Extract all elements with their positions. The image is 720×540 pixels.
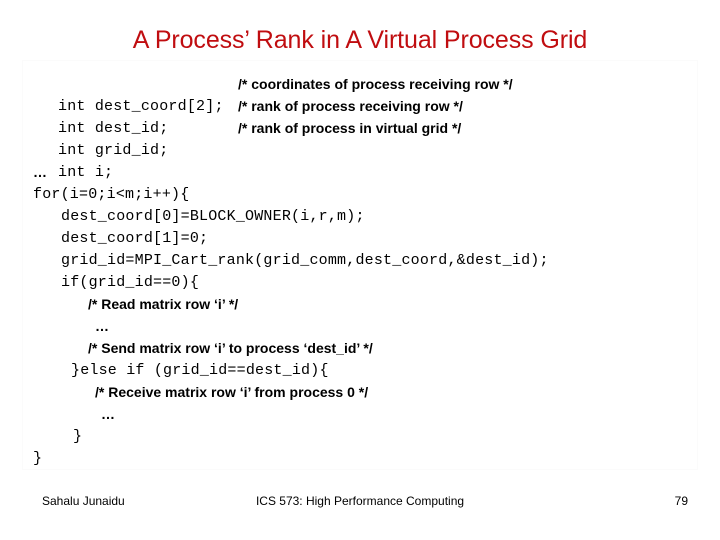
code-line: }: [33, 447, 697, 469]
code-text: int i;: [58, 164, 114, 181]
code-line: dest_coord[0]=BLOCK_OWNER(i,r,m);: [33, 205, 697, 227]
code-line: int dest_id; /* rank of process receivin…: [33, 95, 697, 137]
code-comment: /* Receive matrix row ‘i’ from process 0…: [95, 384, 369, 400]
code-text: dest_coord[1]=0;: [61, 230, 209, 247]
code-line: …: [33, 315, 697, 337]
code-line: …: [33, 161, 697, 183]
code-text: }else if (grid_id==dest_id){: [71, 362, 329, 379]
code-line: int i;: [33, 139, 697, 181]
code-text: if(grid_id==0){: [61, 274, 200, 291]
code-line: /* Send matrix row ‘i’ to process ‘dest_…: [33, 337, 697, 359]
code-text: }: [33, 450, 43, 467]
code-line: if(grid_id==0){: [33, 271, 697, 293]
code-line: grid_id=MPI_Cart_rank(grid_comm,dest_coo…: [33, 249, 697, 271]
code-line: int dest_coord[2]; /* coordinates of pro…: [33, 73, 697, 115]
code-line: dest_coord[1]=0;: [33, 227, 697, 249]
code-content-box: int dest_coord[2]; /* coordinates of pro…: [22, 60, 698, 470]
code-text: grid_id=MPI_Cart_rank(grid_comm,dest_coo…: [61, 252, 549, 269]
code-ellipsis: …: [33, 164, 48, 180]
code-text: int grid_id;: [58, 142, 169, 159]
code-line: }: [33, 425, 697, 447]
code-comment: /* rank of process in virtual grid */: [238, 120, 462, 136]
code-body: … for(i=0;i<m;i++){ dest_coord[0]=BLOCK_OW…: [33, 161, 697, 469]
code-text: dest_coord[0]=BLOCK_OWNER(i,r,m);: [61, 208, 365, 225]
code-line: /* Read matrix row ‘i’ */: [33, 293, 697, 315]
slide-footer: Sahalu Junaidu ICS 573: High Performance…: [0, 494, 720, 514]
code-text: }: [73, 428, 83, 445]
code-line: int grid_id; /* rank of process in virtu…: [33, 117, 697, 159]
footer-page-number: 79: [674, 494, 688, 508]
code-ellipsis: …: [101, 406, 116, 422]
code-line: for(i=0;i<m;i++){: [33, 183, 697, 205]
code-comment: /* rank of process receiving row */: [238, 98, 463, 114]
code-text: int dest_id;: [58, 120, 169, 137]
page-title: A Process’ Rank in A Virtual Process Gri…: [132, 26, 588, 54]
code-line: /* Receive matrix row ‘i’ from process 0…: [33, 381, 697, 403]
code-line: }else if (grid_id==dest_id){: [33, 359, 697, 381]
code-line: …: [33, 403, 697, 425]
code-text: for(i=0;i<m;i++){: [33, 186, 190, 203]
code-comment: /* Read matrix row ‘i’ */: [88, 296, 239, 312]
code-ellipsis: …: [95, 318, 110, 334]
code-comment: /* Send matrix row ‘i’ to process ‘dest_…: [88, 340, 373, 356]
code-comment: /* coordinates of process receiving row …: [238, 76, 513, 92]
footer-author: Sahalu Junaidu: [42, 494, 125, 508]
footer-course: ICS 573: High Performance Computing: [255, 494, 465, 508]
code-text: int dest_coord[2];: [58, 98, 224, 115]
